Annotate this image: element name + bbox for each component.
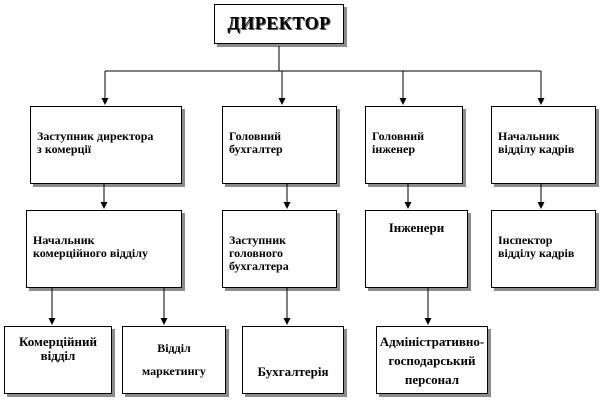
hr-head-box: Начальник відділу кадрів: [491, 106, 596, 184]
hr-head-label: Начальник відділу кадрів: [498, 128, 575, 156]
director-label: ДИРЕКТОР: [227, 13, 331, 34]
hr-inspector-label: Інспектор відділу кадрів: [498, 232, 575, 260]
chief-accountant-label: Головний бухгалтер: [229, 128, 283, 156]
commercial-dept-head-label: Начальник комерційного відділу: [33, 232, 148, 260]
marketing-dept-box: Відділ маркетингу: [122, 326, 226, 394]
deputy-chief-accountant-label: Заступник головного бухгалтера: [229, 232, 289, 273]
accounting-box: Бухгалтерія: [242, 326, 344, 394]
accounting-label: Бухгалтерія: [257, 363, 329, 379]
deputy-commerce-box: Заступник директора з комерції: [30, 106, 182, 184]
engineers-box: Інженери: [365, 210, 468, 288]
deputy-commerce-label: Заступник директора з комерції: [37, 128, 154, 156]
admin-staff-label: Адміністративно- господарський персонал: [379, 334, 485, 387]
admin-staff-box: Адміністративно- господарський персонал: [376, 326, 488, 394]
engineers-label: Інженери: [388, 220, 445, 235]
hr-inspector-box: Інспектор відділу кадрів: [491, 210, 596, 288]
marketing-dept-label: Відділ маркетингу: [142, 341, 206, 378]
deputy-chief-accountant-box: Заступник головного бухгалтера: [222, 210, 337, 288]
commercial-dept-label: Комерційний відділ: [19, 334, 97, 364]
commercial-dept-head-box: Начальник комерційного відділу: [26, 210, 182, 288]
commercial-dept-box: Комерційний відділ: [4, 326, 112, 394]
chief-accountant-box: Головний бухгалтер: [222, 106, 337, 184]
director-box: ДИРЕКТОР: [214, 4, 344, 44]
chief-engineer-box: Головний інженер: [365, 106, 463, 184]
chief-engineer-label: Головний інженер: [372, 128, 425, 156]
